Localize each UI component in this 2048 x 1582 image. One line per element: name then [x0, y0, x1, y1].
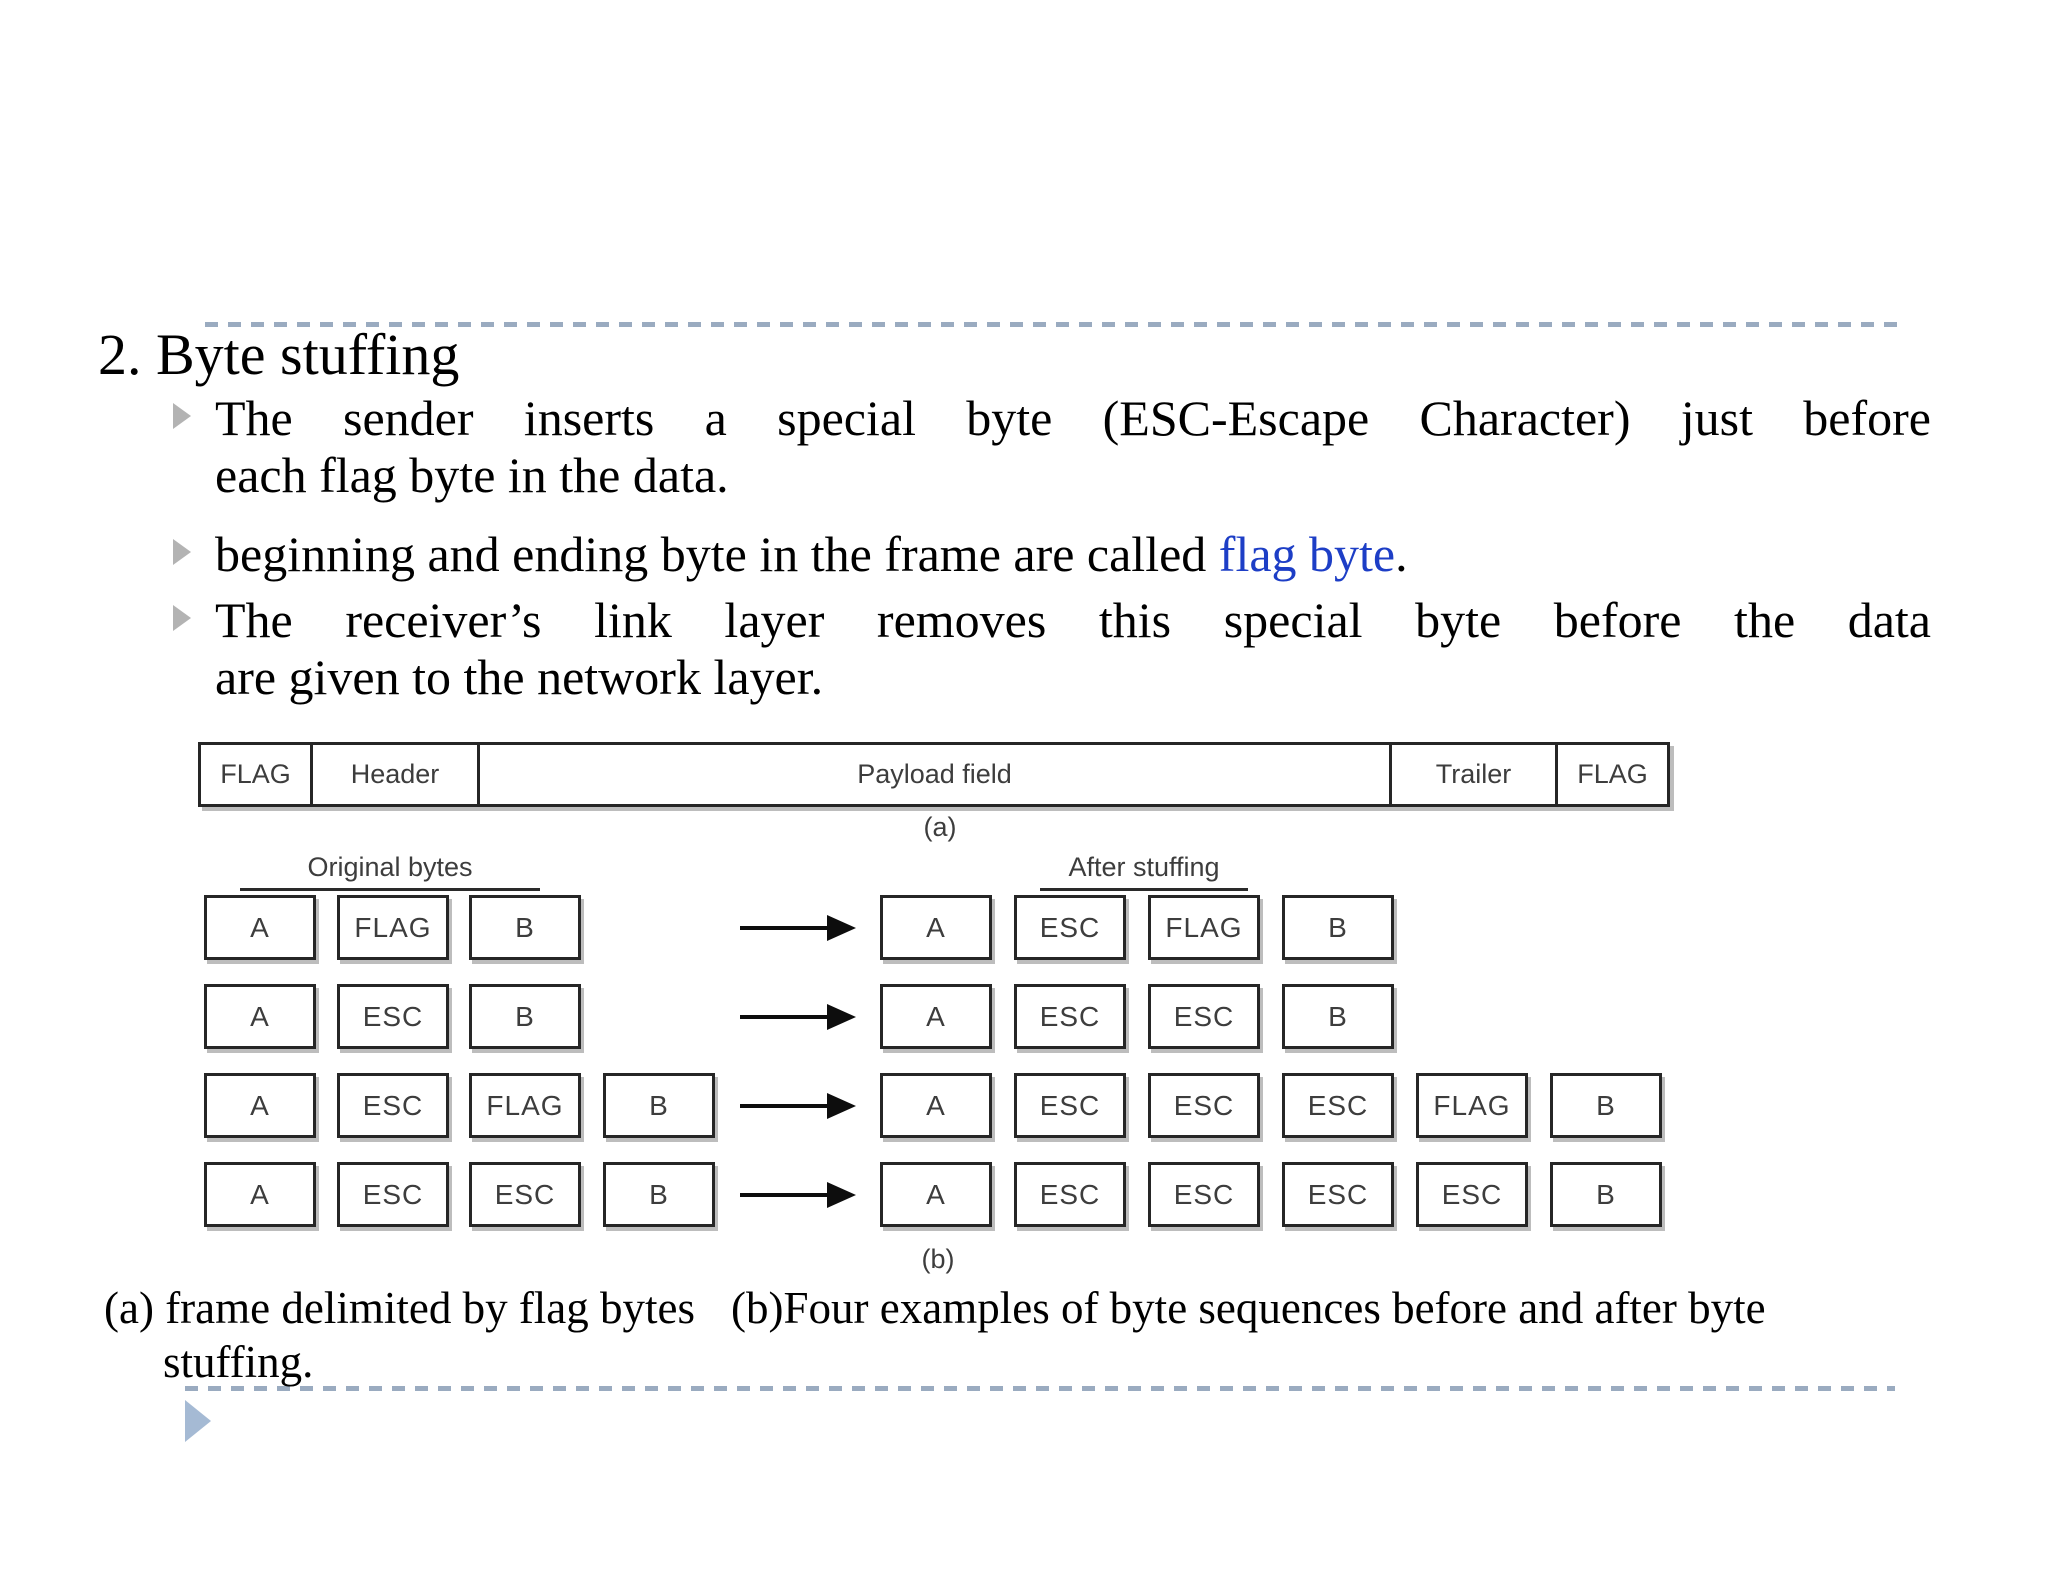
byte-box: ESC [337, 1073, 449, 1138]
frame-cell-flag-start: FLAG [201, 745, 313, 804]
byte-box: B [469, 895, 581, 960]
byte-box: B [603, 1073, 715, 1138]
dashed-divider-bottom [185, 1386, 1895, 1391]
byte-box: B [1550, 1162, 1662, 1227]
after-stuffing-header: After stuffing [1040, 852, 1248, 891]
byte-box: ESC [1014, 1073, 1126, 1138]
bullet-1-line-2: each flag byte in the data. [215, 447, 729, 503]
arrow-icon [740, 1182, 856, 1208]
arrow-icon [740, 1004, 856, 1030]
byte-box: A [880, 1073, 992, 1138]
bullet-1-line-1: The sender inserts a special byte (ESC-E… [215, 390, 1931, 446]
arrow-icon [740, 1093, 856, 1119]
bullet-3-line-2: are given to the network layer. [215, 649, 824, 705]
byte-box: B [469, 984, 581, 1049]
byte-box: B [1282, 984, 1394, 1049]
byte-box: B [1550, 1073, 1662, 1138]
byte-box: A [204, 1162, 316, 1227]
byte-box: ESC [1148, 984, 1260, 1049]
bullet-2-line: beginning and ending byte in the frame a… [215, 526, 1931, 583]
byte-box: ESC [337, 1162, 449, 1227]
byte-box: FLAG [1416, 1073, 1528, 1138]
byte-box: ESC [337, 984, 449, 1049]
page-title: 2. Byte stuffing [98, 322, 460, 387]
bullet-item-1: The sender inserts a special byte (ESC-E… [173, 390, 1931, 504]
figure-caption-line-1: (a) frame delimited by flag bytes (b)Fou… [104, 1282, 1766, 1334]
frame-cell-payload: Payload field [480, 745, 1392, 804]
caption-part-a: (a) frame delimited by flag bytes [104, 1283, 696, 1333]
byte-box: A [204, 895, 316, 960]
figure-caption-line-2: stuffing. [163, 1337, 314, 1387]
figure-label-b: (b) [921, 1244, 955, 1274]
byte-box: ESC [1148, 1162, 1260, 1227]
frame-cell-flag-end: FLAG [1577, 759, 1648, 789]
empty-bullet-triangle-icon [185, 1400, 211, 1442]
bullet-2-highlight: flag byte [1218, 526, 1396, 582]
arrow-icon [740, 915, 856, 941]
byte-box: A [204, 1073, 316, 1138]
byte-box: A [204, 984, 316, 1049]
byte-box: FLAG [1148, 895, 1260, 960]
byte-box: ESC [1148, 1073, 1260, 1138]
byte-box: ESC [469, 1162, 581, 1227]
byte-box: FLAG [469, 1073, 581, 1138]
bullet-2-text: beginning and ending byte in the frame a… [215, 526, 1219, 582]
byte-box: A [880, 1162, 992, 1227]
byte-box: A [880, 984, 992, 1049]
bullet-triangle-icon [173, 605, 191, 631]
bullet-triangle-icon [173, 539, 191, 565]
byte-box: ESC [1014, 895, 1126, 960]
byte-box: B [603, 1162, 715, 1227]
byte-box: ESC [1014, 984, 1126, 1049]
original-bytes-header: Original bytes [240, 852, 540, 891]
bullet-3-line-1: The receiver’s link layer removes this s… [215, 592, 1931, 648]
byte-box: ESC [1014, 1162, 1126, 1227]
byte-box: ESC [1282, 1162, 1394, 1227]
bullet-triangle-icon [173, 403, 191, 429]
byte-box: A [880, 895, 992, 960]
bullet-item-2: beginning and ending byte in the frame a… [173, 526, 1931, 583]
bullet-item-3: The receiver’s link layer removes this s… [173, 592, 1931, 706]
frame-cell-header: Header [313, 745, 480, 804]
byte-box: FLAG [337, 895, 449, 960]
bullet-2-period: . [1395, 526, 1408, 582]
byte-box: B [1282, 895, 1394, 960]
byte-box: ESC [1282, 1073, 1394, 1138]
frame-cell-trailer: Trailer [1392, 745, 1558, 804]
dashed-divider-top [205, 322, 1905, 327]
caption-part-b: (b)Four examples of byte sequences befor… [731, 1283, 1766, 1333]
frame-diagram: FLAG Header Payload field Trailer FLAG [198, 742, 1670, 807]
byte-box: ESC [1416, 1162, 1528, 1227]
figure-label-a: (a) [923, 812, 957, 842]
